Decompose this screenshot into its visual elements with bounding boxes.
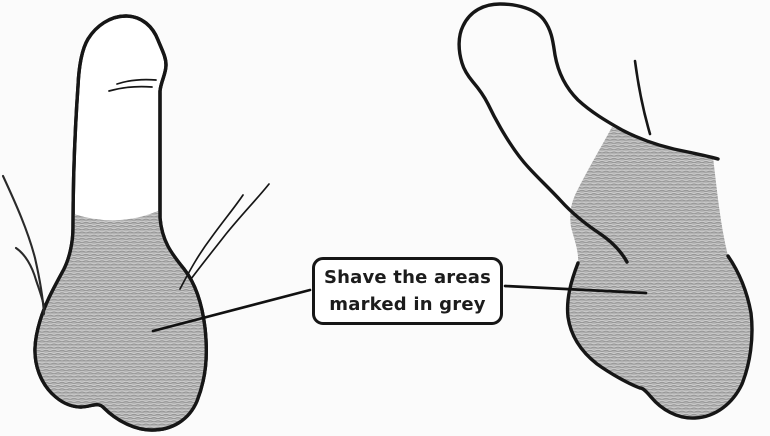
annotation-label: Shave the areas marked in grey: [312, 257, 503, 325]
side-scrotum-outline: [565, 254, 754, 420]
front-corona-line-upper: [116, 78, 157, 85]
front-shave-area: [34, 211, 207, 430]
front-right-crease-inner: [179, 194, 244, 290]
front-right-crease-outer: [190, 183, 270, 280]
pointer-line-left: [151, 288, 312, 333]
front-left-crease-outer: [1, 174, 46, 316]
front-corona-line-lower: [108, 85, 153, 92]
annotation-label-line2: marked in grey: [329, 294, 486, 315]
side-shave-area: [567, 127, 752, 419]
pointer-line-right: [503, 284, 648, 295]
side-shaft-outline: [457, 2, 720, 264]
side-view-illustration: [457, 2, 754, 420]
side-belly-line: [633, 59, 652, 136]
annotation-label-line1: Shave the areas: [323, 267, 492, 288]
front-view-illustration: [1, 14, 270, 432]
front-figure-outline: [33, 14, 208, 432]
front-left-crease-inner: [14, 246, 46, 309]
